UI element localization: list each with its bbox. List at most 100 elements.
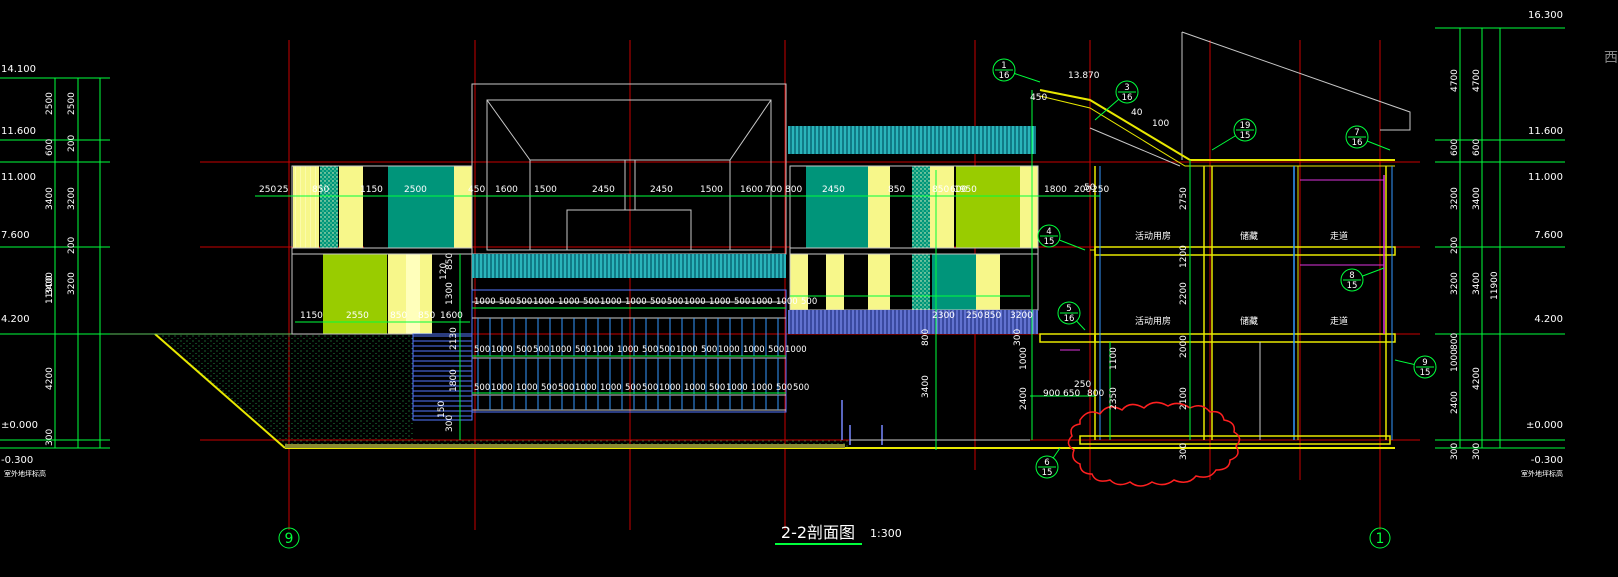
dimension-text: 3200 <box>1010 311 1033 321</box>
room-label: 走道 <box>1330 315 1348 327</box>
dimension-text: 1000 <box>776 297 798 307</box>
dimension-text: 3200 <box>67 272 77 295</box>
dimension-text: 200 <box>67 237 77 254</box>
detail-callout: 116 <box>992 58 1041 83</box>
central-pavilion <box>471 83 787 255</box>
room-label: 活动用房 <box>1135 230 1171 242</box>
callout-number: 4 <box>1046 227 1051 237</box>
dimension-text: 1000 <box>718 345 740 355</box>
callout-sheet: 16 <box>1122 93 1133 103</box>
dimension-text: 1100 <box>1109 347 1119 370</box>
dimension-text: 3400 <box>45 272 55 295</box>
outdoor-level-note-left: 室外地坪标高 <box>4 469 46 478</box>
level-marker-right: -0.300 <box>1531 455 1563 466</box>
dimension-text: 1600 <box>495 185 518 195</box>
dimension-text: 1950 <box>954 185 977 195</box>
callout-number: 3 <box>1124 83 1129 93</box>
callout-number: 9 <box>1422 358 1427 368</box>
dimension-text: 500 <box>516 345 532 355</box>
level-marker-right: 16.300 <box>1528 10 1563 21</box>
dimension-text: 4700 <box>1450 69 1460 92</box>
level-marker-left: 14.100 <box>1 64 36 75</box>
dimension-text: 1000 <box>726 383 748 393</box>
dimension-text: 1000 <box>709 297 731 307</box>
dimension-text: 500 <box>533 345 549 355</box>
dimension-text: 800 <box>785 185 802 195</box>
dimension-text: 25 <box>277 185 288 195</box>
corner-glyph: 西 <box>1604 50 1618 66</box>
callout-sheet: 15 <box>1044 237 1055 247</box>
building-section <box>1039 31 1411 445</box>
dimension-text: 1000 <box>743 345 765 355</box>
dimension-text: 250 <box>966 311 983 321</box>
dimension-text: 1000 <box>659 383 681 393</box>
detail-callout: 716 <box>1345 125 1391 151</box>
dimension-text: 1000 <box>617 345 639 355</box>
dimension-text: 300 <box>1450 443 1460 460</box>
dimension-text: 1000 <box>575 383 597 393</box>
dimension-text: 1000 <box>625 297 647 307</box>
dimension-text: 2750 <box>1179 187 1189 210</box>
dimension-text: 500 <box>583 297 599 307</box>
railings <box>841 400 1030 445</box>
dimension-text: 1000 <box>533 297 555 307</box>
dimension-text: 11900 <box>1490 271 1500 300</box>
dimension-text: 300 <box>1472 443 1482 460</box>
right-dimension-chain <box>1435 27 1565 449</box>
dimension-text: 1500 <box>700 185 723 195</box>
dimension-text: 850 <box>390 311 407 321</box>
dimension-text: 500 <box>642 345 658 355</box>
callout-sheet: 15 <box>1042 468 1053 478</box>
level-marker-left: -0.300 <box>1 455 33 466</box>
dimension-text: 500 <box>474 345 490 355</box>
dimension-text: 1000 <box>785 345 807 355</box>
dimension-text: 500 <box>768 345 784 355</box>
dimension-text: 200 <box>1074 185 1091 195</box>
dimension-text: 200 <box>1450 237 1460 254</box>
dimension-text: 800 <box>921 329 931 346</box>
dimension-text: 250 <box>1092 185 1109 195</box>
dimension-text: 1000 <box>592 345 614 355</box>
dimension-text: 1000 <box>516 383 538 393</box>
dimension-text: 250 <box>259 185 276 195</box>
dimension-text: 2450 <box>822 185 845 195</box>
dimension-text: 650 <box>1063 389 1080 399</box>
dimension-text: 800 <box>1450 333 1460 350</box>
callout-number: 6 <box>1044 458 1049 468</box>
callout-number: 7 <box>1354 128 1359 138</box>
dimension-text: 2300 <box>932 311 955 321</box>
dimension-text: 3200 <box>67 187 77 210</box>
detail-callout: 516 <box>1057 301 1086 331</box>
dimension-text: 1200 <box>1179 245 1189 268</box>
dimension-text: 1800 <box>449 369 459 392</box>
dimension-text: 500 <box>793 383 809 393</box>
dimension-text: 500 <box>625 383 641 393</box>
dimension-text: 4700 <box>1472 69 1482 92</box>
dimension-text: 1150 <box>300 311 323 321</box>
axis-label-right: 1 <box>1376 531 1385 547</box>
dimension-text: 2400 <box>1450 391 1460 414</box>
dimension-text: 2000 <box>1179 335 1189 358</box>
revision-cloud <box>1067 401 1241 487</box>
dimension-text: 1000 <box>558 297 580 307</box>
ground <box>110 333 1395 449</box>
dimension-text: 2350 <box>1109 387 1119 410</box>
dimension-text: 2450 <box>592 185 615 195</box>
dimension-text: 1000 <box>751 297 773 307</box>
dimension-text: 500 <box>558 383 574 393</box>
horizontal-dimension-lines <box>255 90 1191 450</box>
room-label: 走道 <box>1330 230 1348 242</box>
dimension-text: 500 <box>667 297 683 307</box>
annotation-text: 14.10011.60011.0007.6004.200±0.000-0.300… <box>1 10 1563 478</box>
level-marker-right: 11.600 <box>1528 126 1563 137</box>
room-label: 活动用房 <box>1135 315 1171 327</box>
dimension-text: 2100 <box>1179 387 1189 410</box>
dimension-text: 3400 <box>1472 272 1482 295</box>
dimension-text: 450 <box>468 185 485 195</box>
dimension-text: 300 <box>1013 329 1023 346</box>
dimension-text: 2200 <box>1179 282 1189 305</box>
